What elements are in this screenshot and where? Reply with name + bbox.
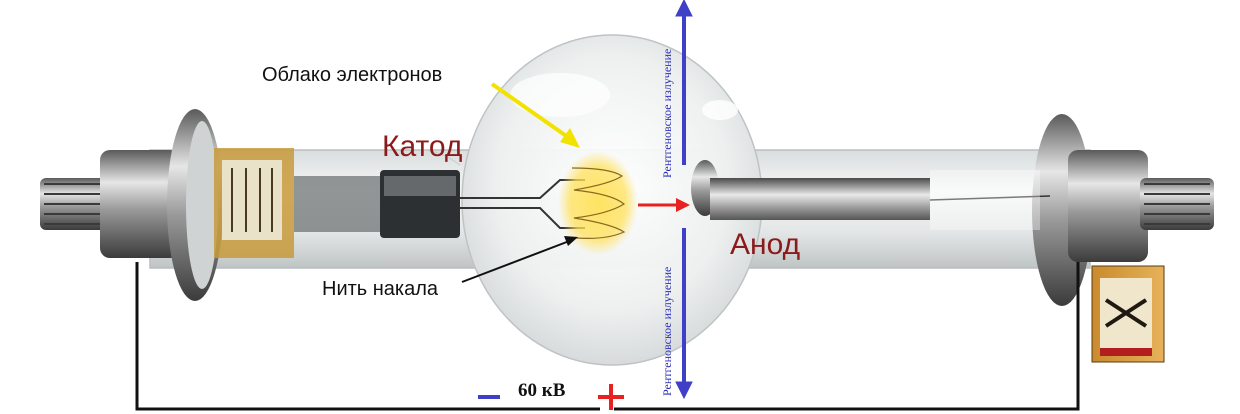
circuit-wire	[135, 262, 1080, 411]
xray-label-bottom: Рентгеновское излучение	[660, 266, 674, 396]
xray-label-top: Рентгеновское излучение	[660, 48, 674, 178]
voltage-label: 60 кВ	[518, 380, 566, 401]
filament-label: Нить накала	[322, 278, 439, 300]
cathode-label: Катод	[382, 130, 463, 163]
electron-cloud-glow	[558, 151, 638, 255]
plus-sign	[598, 384, 624, 410]
electron-beam-arrow	[638, 198, 690, 212]
matchbox	[1091, 265, 1165, 363]
anode-assembly	[691, 160, 1051, 230]
filament-pointer-arrow	[461, 236, 578, 283]
electron-cloud-pointer-arrow	[490, 82, 580, 148]
anode-label: Анод	[730, 228, 801, 261]
xray-arrow	[675, 0, 693, 400]
anode-end-cap	[1032, 114, 1214, 306]
electron-cloud-label: Облако электронов	[262, 64, 443, 86]
cathode-end-cap	[40, 109, 223, 301]
